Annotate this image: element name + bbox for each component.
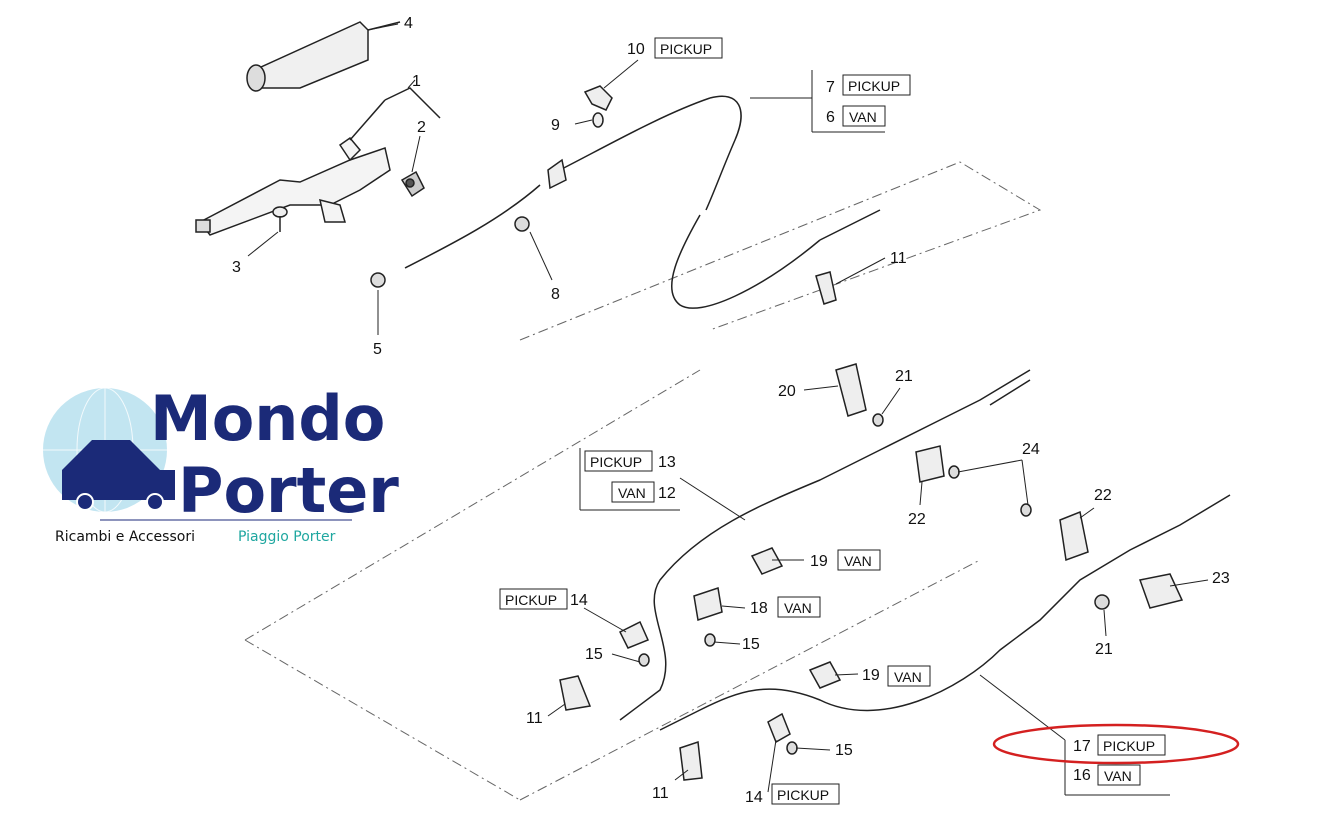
small-clips: [618, 363, 1184, 744]
part-number: 2: [417, 119, 426, 136]
tag-van: VAN: [894, 669, 922, 685]
part-number: 7: [826, 79, 835, 96]
frame-lower: [244, 369, 981, 801]
tag-van: VAN: [784, 600, 812, 616]
part-number: 18: [750, 600, 768, 617]
part-number: 21: [1095, 641, 1113, 658]
cable-lower-right: [659, 494, 1231, 731]
clip-part-2: [400, 170, 425, 198]
clip-part-11-lower: [679, 740, 703, 781]
nut-part-8: [514, 216, 530, 232]
tag-pickup: PICKUP: [1103, 738, 1155, 754]
part-number: 1: [412, 73, 421, 90]
part-number: 11: [652, 785, 669, 802]
bolt-part-3: [272, 206, 288, 232]
handle-grip: [246, 21, 401, 92]
tag-pickup: PICKUP: [660, 41, 712, 57]
part-number: 11: [890, 250, 907, 267]
part-number: 22: [908, 511, 926, 528]
tag-van: VAN: [849, 109, 877, 125]
part-number: 20: [778, 383, 796, 400]
part-number: 15: [835, 742, 853, 759]
part-number: 13: [658, 454, 676, 471]
part-number: 3: [232, 259, 241, 276]
part-number: 15: [585, 646, 603, 663]
clip-part-11-left: [559, 675, 592, 711]
nut-part-5: [370, 272, 386, 288]
part-numbers: 4 1 2 3 5 8 9 10 7 6 11 11 11 13 12 14 1…: [232, 15, 1230, 806]
part-number: 11: [526, 710, 543, 727]
part-number: 8: [551, 286, 560, 303]
part-number: 9: [551, 117, 560, 134]
highlight-ellipse: [992, 723, 1240, 765]
part-number: 5: [373, 341, 382, 358]
small-bolts: [638, 413, 1110, 755]
van-icon: [62, 440, 175, 500]
tag-pickup: PICKUP: [777, 787, 829, 803]
part-number: 19: [810, 553, 828, 570]
leader-lines: [247, 23, 1209, 796]
logo-line1: Mondo: [150, 382, 385, 455]
part-number: 14: [745, 789, 763, 806]
tag-van: VAN: [1104, 768, 1132, 784]
part-number: 21: [895, 368, 913, 385]
frame-upper: [519, 161, 1042, 341]
logo-subtitle-left: Ricambi e Accessori: [55, 529, 195, 545]
tag-pickup: PICKUP: [505, 592, 557, 608]
tag-van: VAN: [844, 553, 872, 569]
part-number: 15: [742, 636, 760, 653]
part-number: 10: [627, 41, 645, 58]
tag-van: VAN: [618, 485, 646, 501]
cable-lower-left: [619, 369, 1031, 721]
tag-pickup: PICKUP: [590, 454, 642, 470]
part-number: 14: [570, 592, 588, 609]
part-number: 12: [658, 485, 676, 502]
clip-part-11-upper: [815, 271, 837, 305]
cable-upper: [404, 95, 881, 309]
handbrake-lever: [195, 87, 441, 236]
part-number: 17: [1073, 738, 1091, 755]
tag-labels: PICKUP PICKUP VAN PICKUP VAN PICKUP PICK…: [505, 41, 1155, 803]
tag-boxes: [499, 37, 1166, 805]
part-number: 4: [404, 15, 413, 32]
part-number: 6: [826, 109, 835, 126]
clamp-part-10: [583, 85, 613, 128]
logo-subtitle-right: Piaggio Porter: [238, 529, 336, 545]
mondo-porter-logo: Mondo Porter Ricambi e Accessori Piaggio…: [43, 382, 399, 545]
tag-pickup: PICKUP: [848, 78, 900, 94]
part-number: 23: [1212, 570, 1230, 587]
part-number: 22: [1094, 487, 1112, 504]
part-number: 16: [1073, 767, 1091, 784]
logo-line2: Porter: [178, 454, 399, 527]
part-number: 19: [862, 667, 880, 684]
part-number: 24: [1022, 441, 1040, 458]
